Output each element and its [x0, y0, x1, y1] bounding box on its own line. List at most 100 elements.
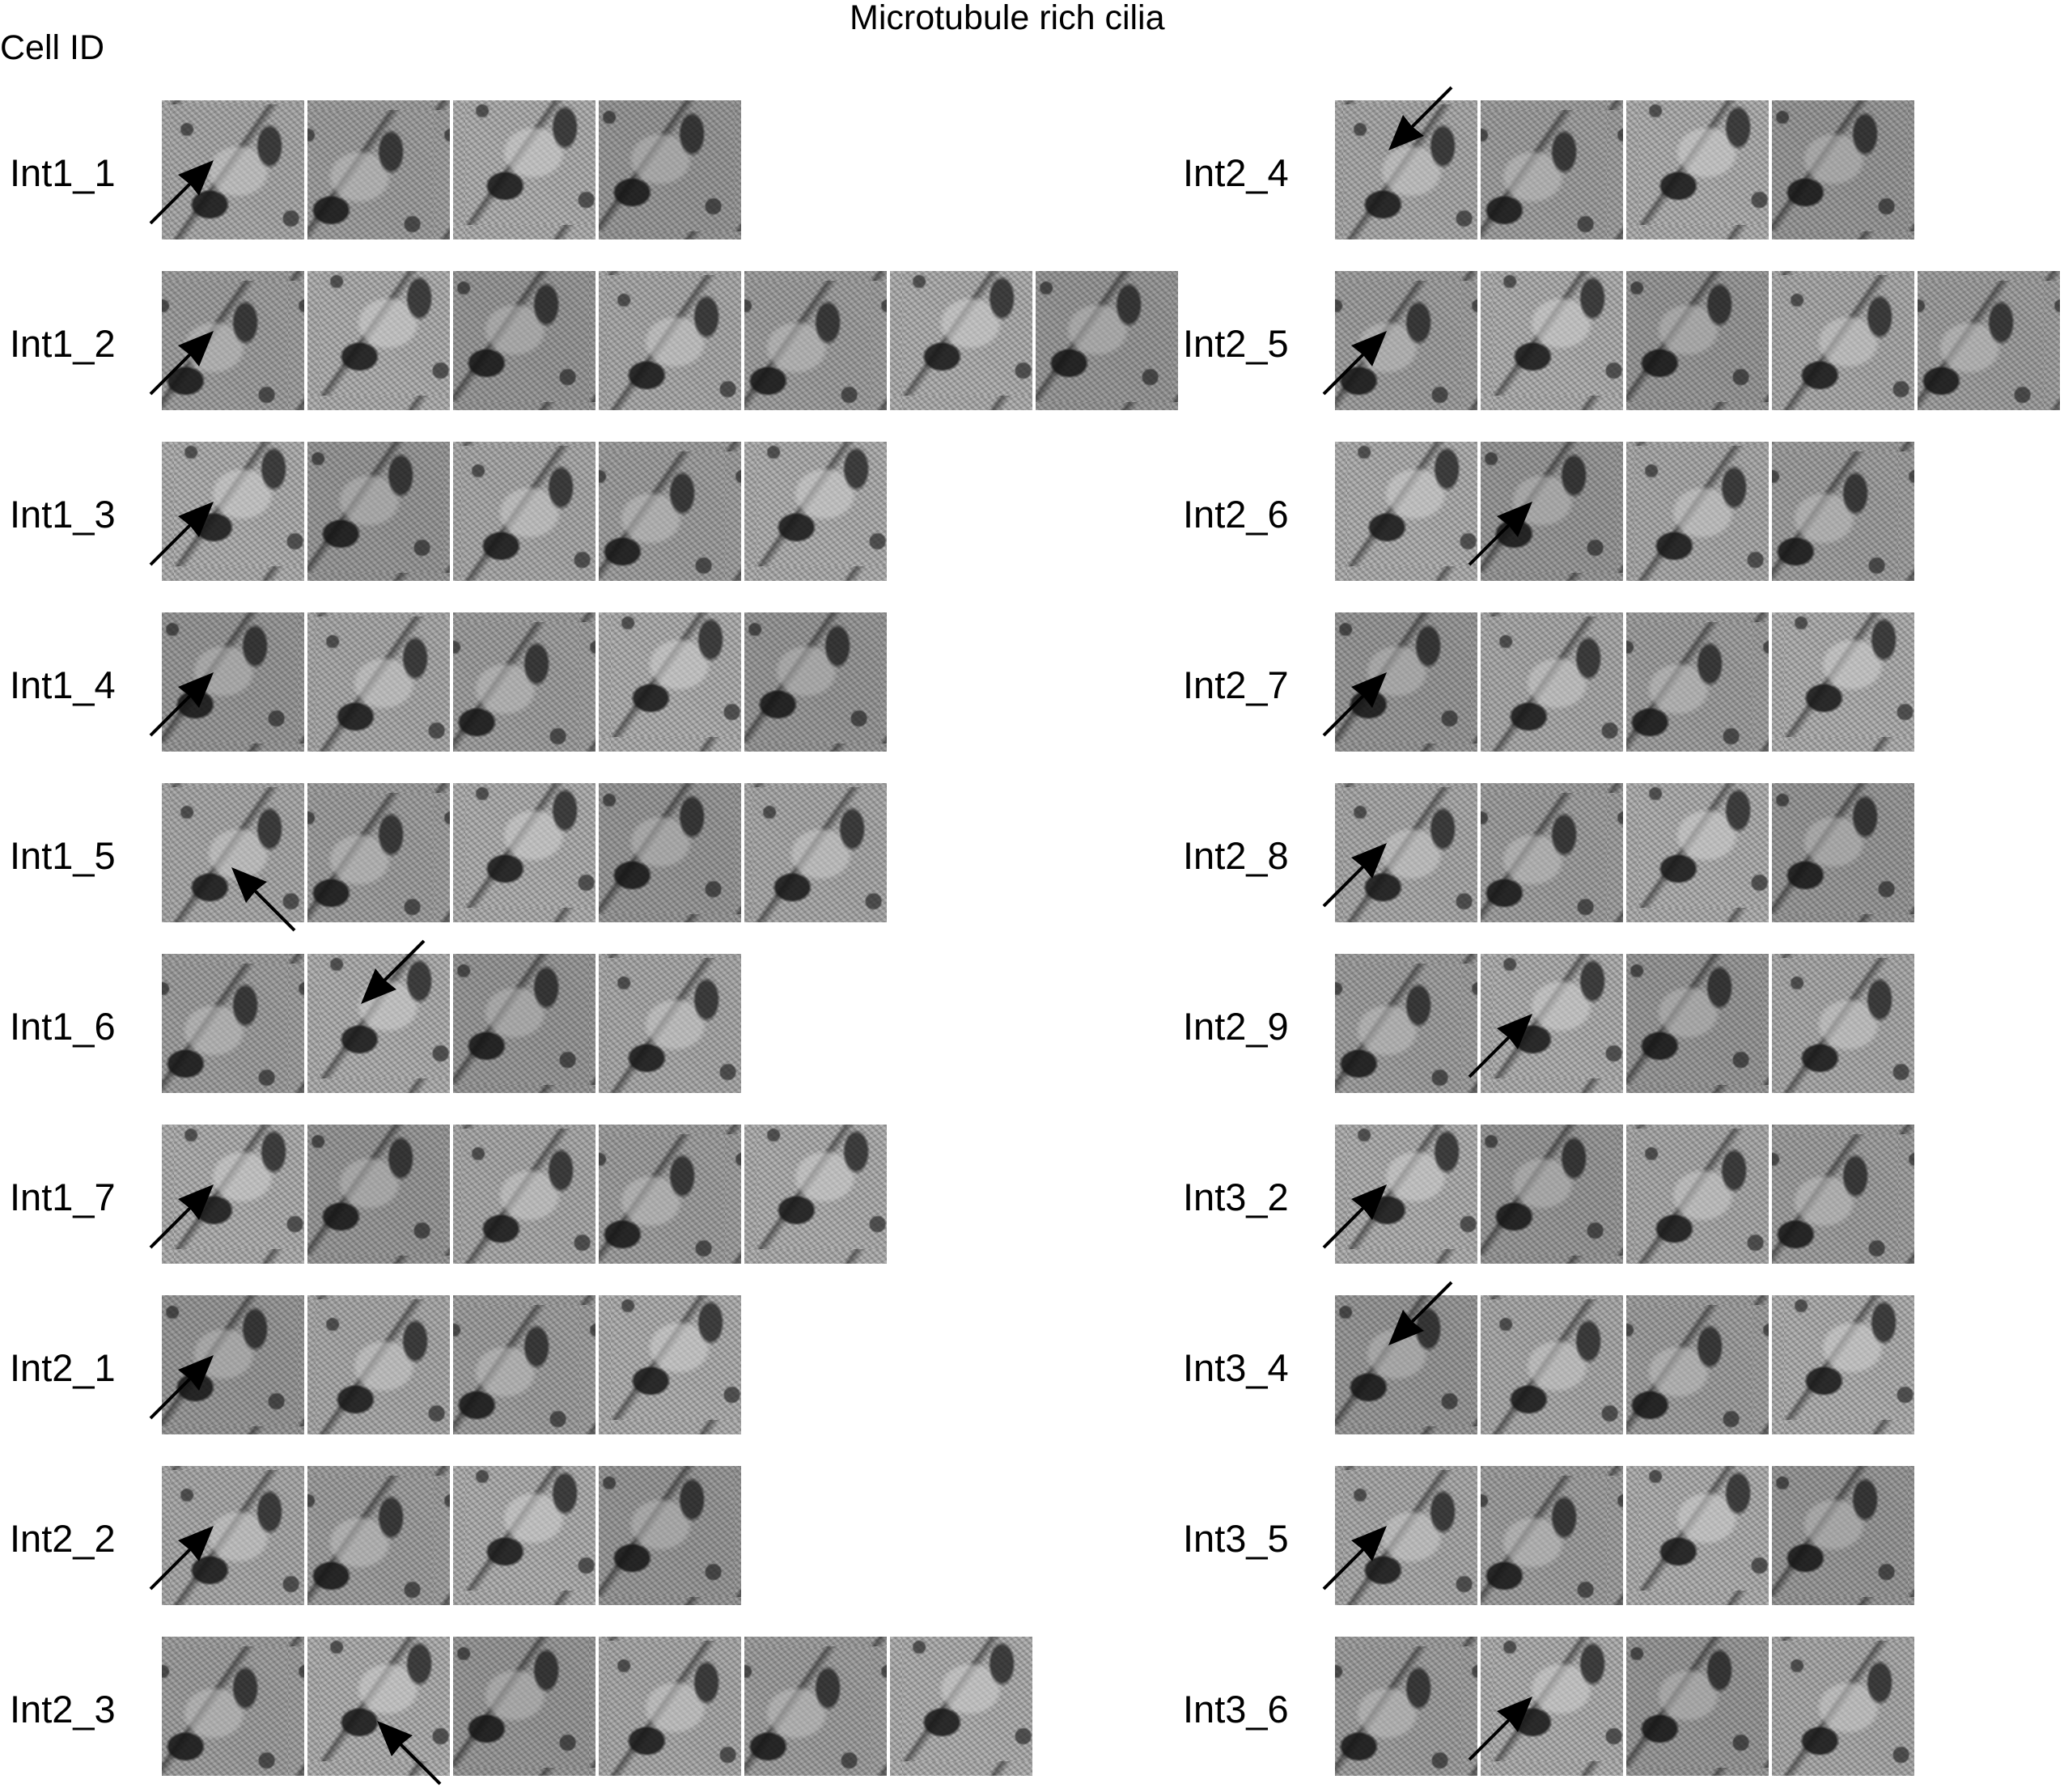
cell-id-label: Int2_1: [10, 1346, 116, 1389]
em-section-image: [162, 1125, 304, 1264]
em-section-image: [1335, 100, 1477, 239]
em-section-image: [162, 612, 304, 752]
em-section-image: [1772, 100, 1914, 239]
em-image-strip: [1335, 1125, 1914, 1264]
cell-id-label: Int2_2: [10, 1517, 116, 1560]
cell-id-label: Int2_9: [1183, 1005, 1289, 1048]
em-image-strip: [162, 1125, 887, 1264]
em-section-image: [1626, 442, 1769, 581]
em-section-image: [599, 783, 741, 922]
em-section-image: [162, 954, 304, 1093]
em-section-image: [1481, 271, 1623, 410]
em-section-image: [307, 1125, 450, 1264]
em-section-image: [453, 1637, 595, 1776]
em-section-image: [1772, 1637, 1914, 1776]
em-section-image: [1335, 1466, 1477, 1605]
em-section-image: [1626, 954, 1769, 1093]
em-section-image: [453, 612, 595, 752]
em-image-strip: [162, 271, 1178, 410]
em-section-image: [1481, 612, 1623, 752]
em-section-image: [1772, 1295, 1914, 1434]
cell-id-label: Int1_4: [10, 663, 116, 706]
em-section-image: [890, 271, 1032, 410]
em-section-image: [162, 442, 304, 581]
em-section-image: [1335, 442, 1477, 581]
em-section-image: [744, 271, 887, 410]
cell-id-label: Int1_5: [10, 834, 116, 877]
em-image-strip: [162, 783, 887, 922]
em-section-image: [744, 783, 887, 922]
em-section-image: [1626, 1125, 1769, 1264]
em-section-image: [162, 271, 304, 410]
em-section-image: [1335, 1637, 1477, 1776]
em-section-image: [599, 1125, 741, 1264]
cell-id-label: Int1_6: [10, 1005, 116, 1048]
cell-id-label: Int2_7: [1183, 663, 1289, 706]
cell-id-label: Int3_2: [1183, 1176, 1289, 1218]
cell-id-label: Int1_7: [10, 1176, 116, 1218]
em-image-strip: [162, 442, 887, 581]
em-section-image: [599, 271, 741, 410]
em-section-image: [307, 1637, 450, 1776]
em-section-image: [453, 1125, 595, 1264]
em-section-image: [307, 612, 450, 752]
cell-id-label: Int2_3: [10, 1688, 116, 1731]
em-image-strip: [162, 1637, 1032, 1776]
em-section-image: [1481, 1125, 1623, 1264]
em-section-image: [1481, 1637, 1623, 1776]
em-section-image: [453, 1295, 595, 1434]
em-section-image: [744, 442, 887, 581]
em-section-image: [599, 612, 741, 752]
em-section-image: [307, 954, 450, 1093]
em-section-image: [1626, 271, 1769, 410]
em-section-image: [1481, 100, 1623, 239]
cell-id-label: Int2_6: [1183, 493, 1289, 536]
em-section-image: [453, 783, 595, 922]
em-image-strip: [162, 612, 887, 752]
em-section-image: [307, 1295, 450, 1434]
em-section-image: [744, 1637, 887, 1776]
em-section-image: [1335, 954, 1477, 1093]
em-section-image: [1772, 954, 1914, 1093]
em-section-image: [1481, 1466, 1623, 1605]
em-image-strip: [1335, 100, 1914, 239]
em-section-image: [162, 1295, 304, 1434]
em-section-image: [162, 100, 304, 239]
cell-id-label: Int2_5: [1183, 322, 1289, 365]
em-image-strip: [1335, 1295, 1914, 1434]
em-section-image: [1772, 612, 1914, 752]
cell-id-label: Int1_1: [10, 151, 116, 194]
em-image-strip: [1335, 442, 1914, 581]
em-section-image: [453, 954, 595, 1093]
em-image-strip: [162, 1295, 741, 1434]
em-section-image: [1626, 612, 1769, 752]
em-section-image: [1335, 1125, 1477, 1264]
em-section-image: [1626, 1637, 1769, 1776]
em-section-image: [599, 1637, 741, 1776]
em-image-strip: [1335, 271, 2060, 410]
em-section-image: [162, 1637, 304, 1776]
em-section-image: [307, 100, 450, 239]
em-section-image: [162, 1466, 304, 1605]
em-image-strip: [162, 100, 741, 239]
em-section-image: [1918, 271, 2060, 410]
em-section-image: [744, 1125, 887, 1264]
em-section-image: [1335, 612, 1477, 752]
em-section-image: [1335, 271, 1477, 410]
em-section-image: [890, 1637, 1032, 1776]
em-section-image: [744, 612, 887, 752]
em-image-strip: [1335, 1466, 1914, 1605]
em-section-image: [599, 1466, 741, 1605]
em-section-image: [1626, 100, 1769, 239]
em-section-image: [307, 1466, 450, 1605]
em-section-image: [1772, 442, 1914, 581]
em-section-image: [1772, 1466, 1914, 1605]
em-image-strip: [162, 954, 741, 1093]
em-section-image: [307, 783, 450, 922]
em-section-image: [1772, 783, 1914, 922]
cell-id-column-header: Cell ID: [0, 28, 105, 67]
em-image-strip: [1335, 1637, 1914, 1776]
em-section-image: [599, 954, 741, 1093]
cell-id-label: Int3_5: [1183, 1517, 1289, 1560]
em-section-image: [1626, 1295, 1769, 1434]
